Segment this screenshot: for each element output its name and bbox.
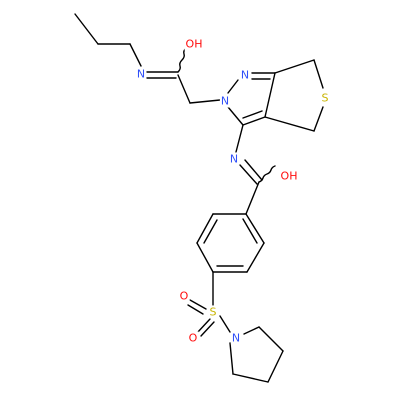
bond-benz-inner-3: [203, 219, 218, 244]
atom-label-background: [135, 67, 147, 81]
atom-o-benzamide: OH: [281, 170, 298, 183]
bond-pyr-c7a-c3a: [264, 72, 276, 118]
atom-s-sulfonyl: S: [210, 306, 217, 319]
bond-pyrr-1: [229, 342, 234, 375]
atom-label-background: [320, 91, 330, 105]
bond-pyrr-3: [267, 350, 284, 383]
bond-benz-2: [246, 242, 265, 273]
bond-nimine-c-double-a: [239, 164, 258, 185]
atom-s-thiophene: S: [322, 92, 329, 105]
atom-label-background: [208, 305, 218, 319]
bond-c3-nimine: [235, 124, 244, 153]
atom-label-background: [239, 68, 251, 82]
atom-o-amide-top: OH: [186, 38, 203, 51]
atom-n-pyrrolidine: N: [232, 332, 240, 345]
bond-c-oh-wavy-mid: [258, 165, 276, 183]
bond-c-ch2: [177, 74, 191, 104]
bond-pyr-n2-n1: [227, 79, 239, 94]
atom-o-sulfonyl-lower: O: [189, 332, 198, 345]
atom-n-imine: N: [230, 153, 238, 166]
bond-propyl-n: [129, 43, 142, 67]
bond-thio-c7a-ch2: [274, 59, 315, 74]
bond-s-n: [219, 315, 231, 333]
bond-thio-s-ch2: [313, 106, 324, 132]
bond-pyrr-2: [232, 373, 269, 383]
atom-label-background: [187, 331, 199, 345]
bond-benz-4: [196, 242, 214, 273]
bond-pyrr-4: [258, 326, 284, 352]
bond-pyr-c3-n2: [227, 106, 244, 126]
atom-o-sulfonyl-upper: O: [180, 290, 189, 303]
bond-benz-5: [196, 213, 214, 244]
atom-label-background: [279, 169, 299, 183]
bond-ch2-npyr: [189, 99, 221, 104]
bond-propyl-1: [74, 13, 99, 45]
atom-n-amide-top: N: [137, 68, 145, 81]
bond-pyrr-5: [243, 326, 260, 335]
bond-s-o-upper-b: [187, 304, 204, 315]
atom-label-background: [219, 94, 231, 108]
bond-thio-ch2-s: [313, 59, 324, 89]
bond-benz-inner-1: [242, 218, 258, 244]
bond-s-o-lower-b: [200, 321, 215, 337]
atom-n-pyrazole-left: N: [221, 95, 229, 108]
atom-label-background: [230, 331, 242, 345]
bond-pyr-c3a-c3-b: [242, 110, 263, 119]
atom-labels: N OH N N S N OH S O O N: [135, 37, 330, 345]
bonds: [74, 13, 324, 383]
bond-s-o-upper-a: [189, 299, 207, 310]
bond-thio-ch2-c3a: [264, 116, 315, 132]
atom-label-background: [184, 37, 204, 51]
atom-n-pyrazole-top: N: [241, 69, 249, 82]
bond-c-aryl: [245, 181, 260, 215]
bond-pyr-c3a-c3-a: [242, 116, 266, 126]
bond-c-oh-wavy-top: [177, 47, 187, 73]
bond-nimine-c-double-b: [244, 159, 263, 181]
atom-label-background: [178, 289, 190, 303]
atom-label-background: [228, 152, 240, 166]
bond-benz-1: [245, 213, 265, 244]
bond-s-o-lower-a: [196, 318, 211, 334]
